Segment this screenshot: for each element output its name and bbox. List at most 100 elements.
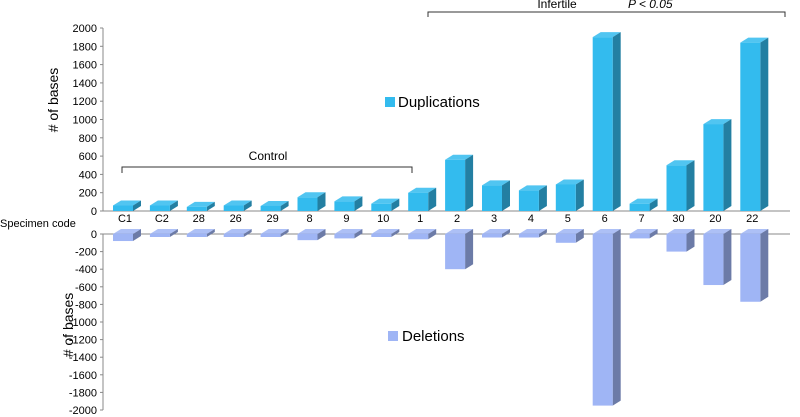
- deletion-bar: [555, 229, 584, 243]
- deletion-bar-front: [149, 234, 170, 237]
- deletion-bar-front: [703, 234, 724, 286]
- duplication-bar-side: [649, 198, 658, 211]
- lower-tick-label: -1800: [69, 387, 97, 399]
- duplication-bar-top: [408, 187, 437, 193]
- deletion-bar-front: [555, 234, 576, 243]
- deletion-bar-top: [445, 229, 474, 234]
- deletion-bar: [408, 229, 437, 240]
- deletion-bar-side: [428, 229, 437, 240]
- duplication-bar: [740, 37, 769, 211]
- deletion-bar-side: [538, 229, 547, 238]
- deletion-bar-front: [518, 234, 539, 238]
- deletion-bar-top: [740, 229, 769, 234]
- duplication-bar-front: [371, 203, 392, 211]
- duplication-bar-front: [334, 201, 355, 211]
- duplication-bar-side: [723, 119, 732, 211]
- specimen-code-label: Specimen code: [0, 218, 76, 230]
- lower-tick-label: -200: [75, 247, 97, 259]
- duplication-bar-top: [334, 196, 363, 202]
- lower-tick-label: 0: [91, 229, 97, 241]
- deletion-bar-front: [445, 234, 466, 270]
- lower-tick-label: -1200: [69, 335, 97, 347]
- duplication-bar-top: [703, 119, 732, 125]
- lower-tick-label: -400: [75, 264, 97, 276]
- category-label: 30: [672, 213, 684, 225]
- duplication-bar: [408, 187, 437, 211]
- duplication-bar-front: [260, 205, 281, 211]
- deletion-bar-side: [502, 229, 510, 238]
- deletion-bar: [260, 229, 289, 237]
- category-label: 5: [565, 213, 571, 225]
- duplication-bar-front: [629, 203, 650, 211]
- duplication-bar-front: [482, 185, 502, 211]
- upper-tick-label: 800: [79, 133, 97, 145]
- upper-tick-label: 600: [79, 151, 97, 163]
- duplication-bar-front: [186, 206, 207, 211]
- deletion-bar-top: [186, 229, 215, 234]
- control-bracket: Control: [121, 149, 413, 173]
- deletion-bar-top: [223, 229, 252, 234]
- duplication-bar: [703, 119, 732, 211]
- deletion-bar-side: [760, 229, 769, 302]
- duplication-bar-top: [223, 200, 252, 206]
- deletion-bar-top: [334, 229, 363, 234]
- deletion-bar: [592, 229, 621, 406]
- duplication-bar-side: [243, 200, 252, 211]
- deletion-bar-front: [297, 234, 318, 241]
- lower-tick-label: -800: [75, 299, 97, 311]
- duplication-bar-side: [760, 37, 769, 211]
- deletion-bar-top: [703, 229, 732, 234]
- duplication-bar-top: [113, 200, 141, 206]
- category-label: 6: [602, 213, 608, 225]
- upper-tick-label: 200: [79, 188, 97, 200]
- deletion-bar-front: [740, 234, 761, 302]
- duplication-bar: [223, 200, 252, 211]
- deletion-bar: [186, 229, 215, 237]
- upper-tick-label: 0: [91, 206, 97, 218]
- duplication-bar: [149, 200, 178, 211]
- control-label: Control: [249, 149, 288, 163]
- deletion-bar-side: [465, 229, 474, 270]
- duplication-bar-top: [518, 185, 547, 191]
- deletion-bar-side: [575, 229, 584, 243]
- upper-tick-label: 400: [79, 169, 97, 181]
- deletion-bar-top: [518, 229, 547, 234]
- category-label: 9: [343, 213, 349, 225]
- upper-tick-label: 1600: [73, 60, 97, 72]
- category-label: 29: [266, 213, 278, 225]
- duplication-bar-top: [555, 179, 584, 185]
- duplication-bar-top: [666, 160, 695, 166]
- deletion-bar-front: [260, 234, 281, 237]
- deletion-bar-top: [149, 229, 178, 234]
- duplication-bar-front: [408, 192, 429, 211]
- deletion-bar: [629, 229, 658, 239]
- duplication-bar: [334, 196, 363, 211]
- duplication-bar-side: [133, 200, 141, 211]
- duplication-bar-front: [592, 37, 613, 212]
- deletion-bar-top: [297, 229, 326, 234]
- legend-duplications-swatch: [385, 97, 395, 107]
- deletion-bar-top: [555, 229, 584, 234]
- legend-duplications-label: Duplications: [398, 94, 480, 111]
- category-label: 1: [417, 213, 423, 225]
- deletion-bar-front: [334, 234, 355, 239]
- duplication-bar-front: [223, 205, 244, 211]
- deletion-bar: [149, 229, 178, 237]
- duplication-bar: [113, 200, 141, 211]
- deletion-bar-front: [408, 234, 429, 240]
- deletion-bar: [334, 229, 363, 239]
- deletion-bar-top: [592, 229, 621, 234]
- duplication-bar-side: [428, 187, 437, 211]
- duplication-bar-top: [186, 201, 215, 207]
- deletion-bar: [482, 229, 510, 238]
- category-label: 3: [491, 213, 497, 225]
- duplication-bar-top: [445, 154, 474, 160]
- deletion-bar-front: [223, 234, 244, 237]
- duplication-bar: [666, 160, 695, 211]
- category-label: 4: [528, 213, 534, 225]
- category-label: 2: [454, 213, 460, 225]
- category-label: 10: [377, 213, 389, 225]
- duplication-bar-side: [538, 185, 547, 211]
- duplication-bar-side: [391, 198, 400, 211]
- deletion-bar: [666, 229, 695, 252]
